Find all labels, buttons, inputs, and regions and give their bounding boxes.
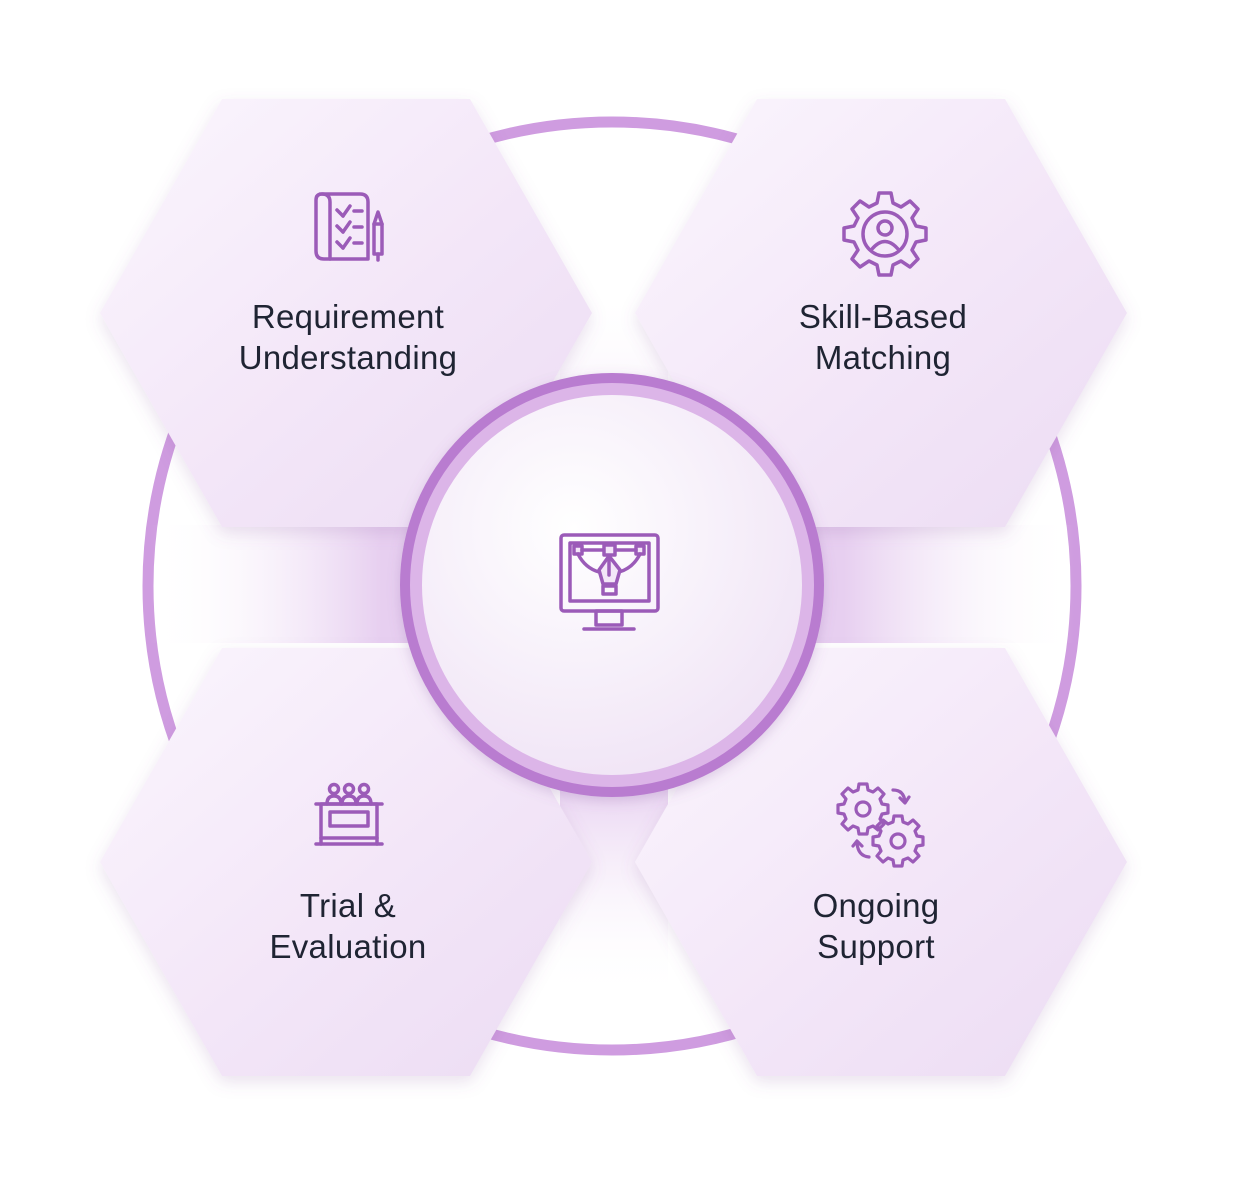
- outer-ring: [142, 116, 1082, 1056]
- hexagon-requirement: [100, 99, 592, 527]
- step-label-line: Support: [817, 928, 935, 965]
- step-label-line: Skill-Based: [798, 298, 968, 335]
- step-label-line: Ongoing: [812, 887, 940, 924]
- step-label-skill-matching: Skill-Based Matching: [723, 296, 1043, 378]
- checklist-clipboard-pencil-icon: [314, 192, 384, 262]
- step-label-requirement: Requirement Understanding: [188, 296, 508, 378]
- hexagon-trial: [100, 648, 592, 1076]
- hexagon-skill-matching: [635, 99, 1127, 527]
- gear-person-icon: [842, 191, 928, 277]
- audience-podium-icon: [314, 782, 384, 846]
- step-label-line: Trial &: [299, 887, 397, 924]
- step-label-line: Evaluation: [269, 928, 427, 965]
- step-label-trial: Trial & Evaluation: [188, 885, 508, 967]
- step-label-line: Requirement: [251, 298, 445, 335]
- step-label-line: Matching: [814, 339, 952, 376]
- gears-cycle-icon: [836, 782, 925, 868]
- monitor-pen-tool-icon: [559, 533, 660, 631]
- step-label-line: Understanding: [238, 339, 458, 376]
- step-label-support: Ongoing Support: [716, 885, 1036, 967]
